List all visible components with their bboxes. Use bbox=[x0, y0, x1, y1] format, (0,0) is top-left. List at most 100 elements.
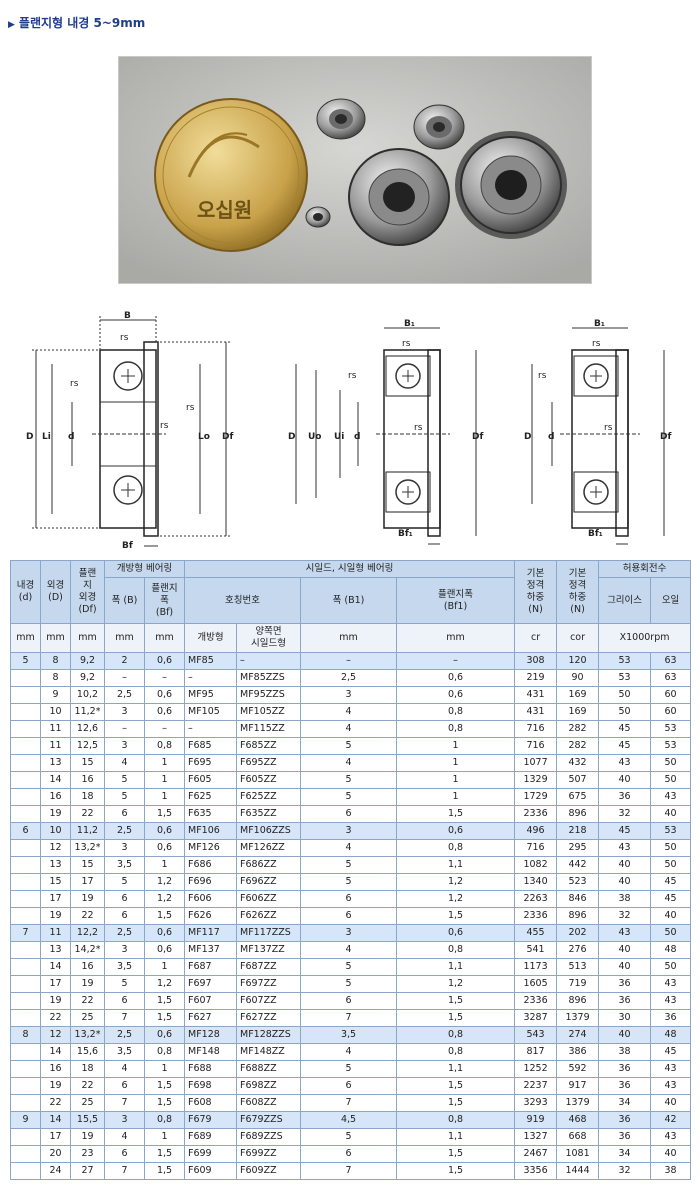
cell-flange-width: 0,6 bbox=[144, 924, 185, 942]
cell-inner bbox=[10, 975, 41, 993]
header-speed-group: 허용회전수 bbox=[598, 560, 692, 578]
cell-width-b1: 7 bbox=[300, 1094, 397, 1112]
cell-grease: 45 bbox=[598, 822, 652, 840]
cell-flange-width: 1,5 bbox=[144, 1162, 185, 1180]
cell-shield-type: F695ZZ bbox=[236, 754, 301, 772]
cell-oil: 43 bbox=[650, 975, 692, 993]
label-B: B bbox=[124, 311, 131, 321]
cell-cor: 276 bbox=[556, 941, 600, 959]
cell-outer: 20 bbox=[40, 1145, 71, 1163]
cell-cr: 716 bbox=[514, 839, 558, 857]
cell-oil: 43 bbox=[650, 992, 692, 1010]
cell-flange-width: 1,5 bbox=[144, 805, 185, 823]
cell-flange-od: 19 bbox=[70, 1128, 105, 1146]
cell-width-b: 5 bbox=[104, 771, 145, 789]
cell-inner bbox=[10, 686, 41, 704]
cell-grease: 30 bbox=[598, 1009, 652, 1027]
cell-shield-type: F689ZZS bbox=[236, 1128, 301, 1146]
cell-width-b: 5 bbox=[104, 873, 145, 891]
cell-flange-width: 1,5 bbox=[144, 1145, 185, 1163]
cell-shield-type: MF117ZZS bbox=[236, 924, 301, 942]
cell-outer: 11 bbox=[40, 720, 71, 738]
cell-outer: 19 bbox=[40, 992, 71, 1010]
cell-shield-type: F679ZZS bbox=[236, 1111, 301, 1129]
cell-width-b: 7 bbox=[104, 1162, 145, 1180]
label-Df-2: Df bbox=[472, 432, 483, 442]
cell-width-b1: 6 bbox=[300, 1077, 397, 1095]
cell-open-type: F635 bbox=[184, 805, 237, 823]
cell-grease: 40 bbox=[598, 856, 652, 874]
cell-outer: 19 bbox=[40, 1077, 71, 1095]
cell-width-b: 5 bbox=[104, 975, 145, 993]
cell-inner bbox=[10, 754, 41, 772]
cell-flange-width: 0,6 bbox=[144, 822, 185, 840]
cell-shield-type: F635ZZ bbox=[236, 805, 301, 823]
cell-cr: 219 bbox=[514, 669, 558, 687]
cell-flange-width: 1 bbox=[144, 771, 185, 789]
cell-width-b1: 3 bbox=[300, 924, 397, 942]
cell-flange-width1: 0,6 bbox=[395, 669, 516, 687]
cell-inner bbox=[10, 839, 41, 857]
cell-open-type: F607 bbox=[184, 992, 237, 1010]
cell-flange-width: 1,5 bbox=[144, 1009, 185, 1027]
unit-flange-width: mm bbox=[144, 623, 185, 653]
cell-oil: 53 bbox=[650, 822, 692, 840]
cell-inner bbox=[10, 669, 41, 687]
cell-cor: 468 bbox=[556, 1111, 600, 1129]
cell-cor: 442 bbox=[556, 856, 600, 874]
cell-cor: 282 bbox=[556, 720, 600, 738]
cell-oil: 50 bbox=[650, 754, 692, 772]
cell-oil: 48 bbox=[650, 941, 692, 959]
label-rs-3: rs bbox=[186, 403, 195, 413]
cell-outer: 8 bbox=[40, 669, 71, 687]
bullet-icon: ▶ bbox=[8, 20, 15, 30]
cell-oil: 50 bbox=[650, 924, 692, 942]
cell-flange-width1: 1,5 bbox=[395, 1077, 516, 1095]
cell-flange-width1: 1,2 bbox=[395, 975, 516, 993]
cell-flange-width1: 1,5 bbox=[395, 1145, 516, 1163]
cell-shield-type: MF115ZZ bbox=[236, 720, 301, 738]
cell-grease: 45 bbox=[598, 720, 652, 738]
cell-cor: 1379 bbox=[556, 1009, 600, 1027]
label-rs-9: rs bbox=[538, 371, 547, 381]
cell-flange-od: 11,2 bbox=[70, 822, 105, 840]
cell-flange-width1: 1,2 bbox=[395, 890, 516, 908]
label-rs-2: rs bbox=[70, 379, 79, 389]
cell-inner bbox=[10, 890, 41, 908]
cell-oil: 45 bbox=[650, 1043, 692, 1061]
cell-flange-width1: 1,5 bbox=[395, 992, 516, 1010]
cell-flange-width: 1 bbox=[144, 788, 185, 806]
cell-open-type: – bbox=[184, 720, 237, 738]
cell-oil: 60 bbox=[650, 686, 692, 704]
cell-oil: 43 bbox=[650, 1060, 692, 1078]
cell-oil: 50 bbox=[650, 958, 692, 976]
cell-shield-type: F696ZZ bbox=[236, 873, 301, 891]
cell-open-type: MF126 bbox=[184, 839, 237, 857]
cell-flange-width1: 0,8 bbox=[395, 1026, 516, 1044]
cell-flange-width1: 0,8 bbox=[395, 1043, 516, 1061]
cell-open-type: F698 bbox=[184, 1077, 237, 1095]
cell-width-b1: 5 bbox=[300, 975, 397, 993]
cell-cor: 592 bbox=[556, 1060, 600, 1078]
cell-outer: 15 bbox=[40, 873, 71, 891]
cell-flange-od: 22 bbox=[70, 907, 105, 925]
cell-shield-type: F609ZZ bbox=[236, 1162, 301, 1180]
cell-oil: 43 bbox=[650, 788, 692, 806]
cell-outer: 10 bbox=[40, 822, 71, 840]
cell-inner bbox=[10, 856, 41, 874]
cell-flange-width: 1,5 bbox=[144, 992, 185, 1010]
cell-inner bbox=[10, 873, 41, 891]
bearing-small-2 bbox=[413, 104, 465, 150]
cell-shield-type: MF106ZZS bbox=[236, 822, 301, 840]
cell-flange-od: 13,2* bbox=[70, 1026, 105, 1044]
cell-cr: 2336 bbox=[514, 805, 558, 823]
cell-cr: 2467 bbox=[514, 1145, 558, 1163]
cell-inner bbox=[10, 1094, 41, 1112]
cell-cr: 541 bbox=[514, 941, 558, 959]
cell-cr: 716 bbox=[514, 720, 558, 738]
